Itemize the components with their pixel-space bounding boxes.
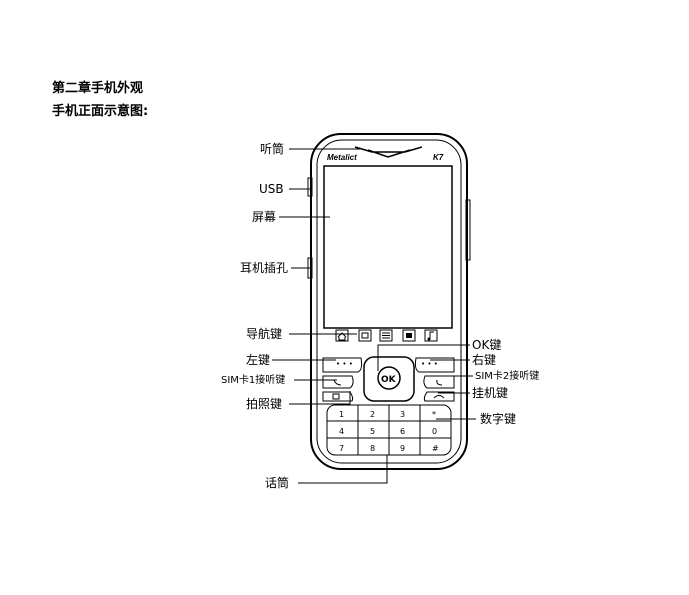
key-hash[interactable]: # — [432, 444, 439, 453]
phone-book-icon — [402, 329, 416, 342]
leader-lines — [272, 148, 476, 484]
label-ok-key: OK键 — [472, 338, 502, 352]
sim1-answer-key — [322, 375, 354, 389]
label-sim1-answer: SIM卡1接听键 — [221, 375, 286, 386]
svg-text:• • •: • • • — [421, 360, 438, 368]
key-8[interactable]: 8 — [370, 444, 375, 453]
label-earpiece: 听筒 — [260, 142, 285, 156]
label-camera-key: 拍照键 — [246, 397, 283, 411]
leader-camera — [289, 391, 351, 405]
model-logo: K7 — [433, 153, 444, 162]
label-right-key: 右键 — [472, 353, 497, 367]
leader-ok — [377, 344, 470, 371]
side-button-right — [465, 199, 471, 261]
left-soft-key — [322, 357, 363, 373]
key-2[interactable]: 2 — [370, 410, 375, 419]
side-button-left — [307, 177, 313, 197]
label-hangup-key: 挂机键 — [472, 386, 509, 400]
label-left-key: 左键 — [246, 353, 271, 367]
brand-logo: Metalict — [327, 153, 357, 162]
camera-key — [322, 391, 354, 402]
key-9[interactable]: 9 — [400, 444, 405, 453]
message-icon — [358, 329, 372, 342]
right-soft-key — [414, 357, 455, 373]
music-icon — [424, 329, 438, 342]
key-star[interactable]: * — [432, 410, 436, 419]
label-microphone: 话筒 — [265, 476, 290, 490]
label-number-keys: 数字键 — [480, 412, 517, 426]
grid-icon — [379, 329, 393, 342]
page-subtitle: 手机正面示意图: — [52, 104, 149, 119]
screen — [323, 165, 453, 329]
label-sim2-answer: SIM卡2接听键 — [475, 371, 540, 382]
nav-ring — [363, 356, 415, 402]
label-usb: USB — [259, 182, 284, 196]
key-7[interactable]: 7 — [339, 444, 344, 453]
label-screen: 屏幕 — [252, 210, 277, 224]
leader-mic — [298, 455, 388, 484]
key-4[interactable]: 4 — [339, 427, 344, 436]
sim2-answer-key — [423, 375, 455, 389]
earpiece-grille — [354, 146, 423, 158]
home-icon — [335, 329, 349, 342]
label-headphone-jack: 耳机插孔 — [240, 261, 289, 275]
label-nav-keys: 导航键 — [246, 327, 283, 341]
number-keypad: 1 2 3 * 4 5 6 0 7 8 9 # — [326, 404, 452, 456]
chapter-title: 第二章手机外观 — [52, 81, 144, 96]
phone-body-inner — [316, 139, 462, 464]
key-3[interactable]: 3 — [400, 410, 405, 419]
ok-button-label[interactable]: OK — [381, 375, 397, 385]
shortcut-bar — [335, 329, 438, 342]
key-5[interactable]: 5 — [370, 427, 375, 436]
svg-text:• • •: • • • — [336, 360, 353, 368]
key-0[interactable]: 0 — [432, 427, 437, 436]
key-6[interactable]: 6 — [400, 427, 405, 436]
phone-body — [310, 133, 468, 470]
hangup-key — [423, 391, 455, 402]
key-1[interactable]: 1 — [339, 410, 344, 419]
ok-button — [377, 366, 401, 390]
